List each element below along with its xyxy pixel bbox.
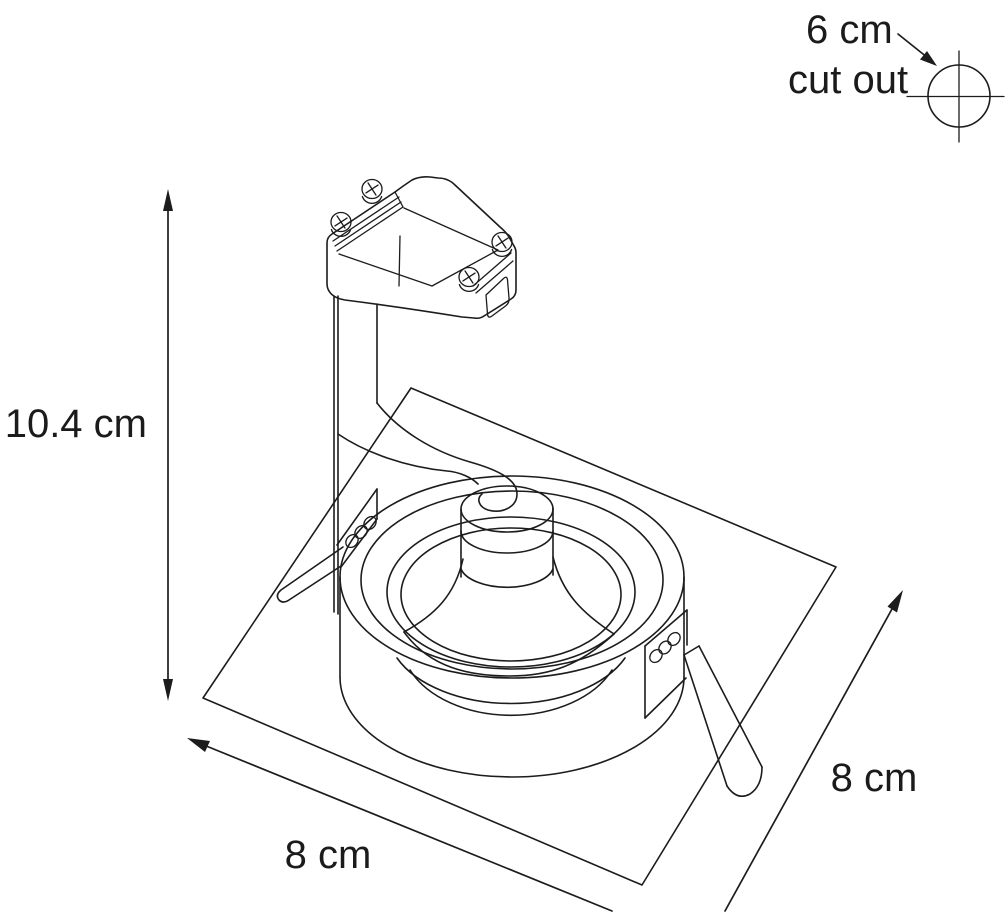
power-cable <box>337 402 518 512</box>
clip-flag-bottom-edge <box>644 677 687 719</box>
trim-ring-wall-bottom <box>339 676 685 778</box>
cutout-arrow-line <box>897 33 929 59</box>
clip-lever-right-edge <box>698 645 763 768</box>
height-dimension-label: 10.4 cm <box>5 402 147 446</box>
clip-lever-rounded-tip <box>726 766 763 797</box>
left-flange-thickness-2 <box>334 201 402 247</box>
junction-box-outline <box>326 176 517 320</box>
gimbal-wall-arc-1 <box>396 657 626 705</box>
side-depth-dimension-line <box>724 608 893 912</box>
spring-coil-icon <box>658 640 672 655</box>
down-right-arrowhead-icon <box>920 51 937 66</box>
clip-lever-top <box>683 645 700 656</box>
screw-head-side <box>330 228 352 237</box>
right-flange-face-edge <box>472 252 512 287</box>
left-flange-thickness-3 <box>336 206 404 252</box>
clip-flag-top-edge <box>336 488 378 546</box>
mounting-strap <box>333 295 378 615</box>
front-width-dimension-line <box>204 744 613 912</box>
left-arrowhead-icon <box>187 738 210 752</box>
socket-bottom-arc <box>460 568 554 589</box>
phillips-cross-icon <box>462 270 476 284</box>
right-flange-thickness <box>475 260 514 294</box>
trim-ring <box>339 475 685 778</box>
spring-clip-right <box>644 609 763 797</box>
gimbal-ring-outer <box>386 516 636 668</box>
front-width-dimension: 8 cm <box>187 738 613 912</box>
side-depth-label: 8 cm <box>831 756 918 800</box>
clip-flag-bottom-edge <box>340 518 378 568</box>
mounting-plate-outline <box>202 387 837 886</box>
height-dimension: 10.4 cm <box>5 189 173 701</box>
clip-blade-left <box>276 546 344 603</box>
spring-coil-icon <box>354 524 368 540</box>
reflector-funnel-left <box>403 558 464 633</box>
screw-head-side <box>361 195 383 204</box>
screw-top-left <box>361 178 383 204</box>
left-flange-thickness-1 <box>332 196 400 242</box>
spring-coil-icon <box>667 631 681 647</box>
cutout-value-label: 6 cm <box>806 8 893 52</box>
screw-head-icon <box>491 231 513 253</box>
mounting-plate <box>202 387 837 886</box>
cable-lower-line <box>337 433 479 485</box>
reflector-bowl-bottom <box>403 631 615 677</box>
up-arrowhead-icon <box>163 189 173 211</box>
left-flange-end-cap <box>394 191 404 208</box>
spring-coil-icon <box>345 533 359 549</box>
phillips-cross-icon <box>365 182 379 196</box>
junction-box <box>326 176 517 320</box>
clip-lever-left-edge <box>683 654 728 787</box>
gimbal-ring-inner <box>400 527 622 662</box>
gimbal-wall-arc-2 <box>409 669 613 717</box>
screw-right <box>458 266 480 292</box>
cable-upper-line <box>376 402 518 512</box>
screw-top-right <box>491 231 513 257</box>
screw-head-side <box>458 283 480 292</box>
screw-head-icon <box>330 211 352 233</box>
phillips-cross-icon <box>495 235 509 249</box>
cutout-annotation: 6 cm cut out <box>788 8 1005 143</box>
screw-head-icon <box>361 178 383 200</box>
socket-flange-arc <box>460 530 554 554</box>
front-width-label: 8 cm <box>285 833 372 877</box>
reflector-funnel-right <box>552 556 615 635</box>
side-depth-dimension: 8 cm <box>724 590 918 912</box>
clip-flag-top-edge <box>644 609 688 647</box>
spring-coil-icon <box>363 515 377 531</box>
lamp-socket <box>460 485 554 589</box>
roof-slope-line <box>403 207 499 251</box>
phillips-cross-icon <box>334 215 348 229</box>
trim-ring-outer-step <box>360 490 664 670</box>
screw-head-icon <box>458 266 480 288</box>
front-lower-fold <box>338 253 433 287</box>
screw-head-side <box>491 248 513 257</box>
up-right-arrowhead-icon <box>887 590 903 613</box>
down-arrowhead-icon <box>163 679 173 701</box>
spring-clip-left <box>276 488 378 603</box>
right-flange-slot <box>485 276 510 318</box>
screw-left <box>330 211 352 237</box>
front-panel-seam <box>398 235 401 287</box>
cutout-text-label: cut out <box>788 58 908 102</box>
spring-coil-icon <box>649 648 663 664</box>
cutout-symbol-icon <box>906 50 1005 143</box>
